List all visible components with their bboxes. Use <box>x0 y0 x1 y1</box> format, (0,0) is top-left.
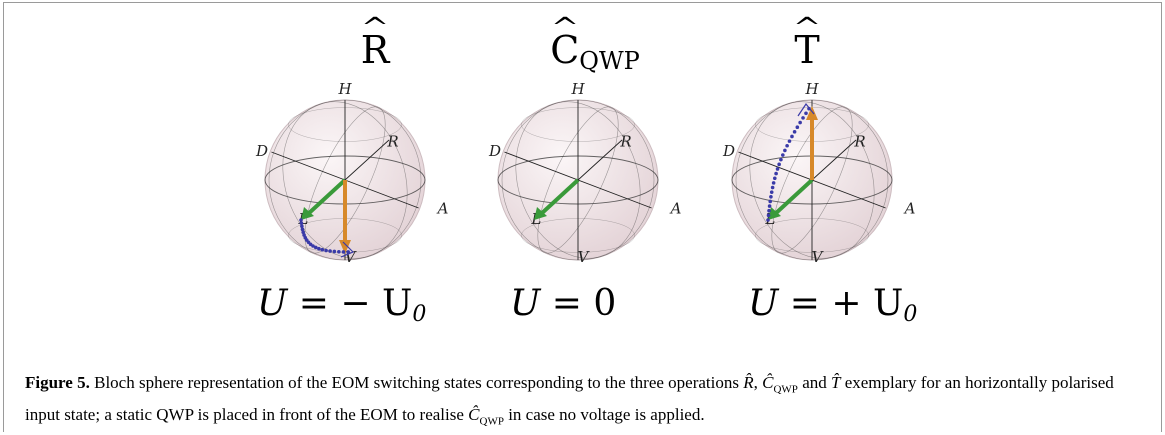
trajectory-arrowhead <box>797 102 815 117</box>
trajectory-point <box>801 116 805 120</box>
figure-caption: Figure 5. Bloch sphere representation of… <box>25 373 1114 428</box>
axis-label-r: R <box>619 132 631 150</box>
axis-label-v: V <box>578 248 591 266</box>
state-arrowhead-green <box>534 207 547 220</box>
trajectory-point <box>769 190 774 194</box>
axis-label-v: V <box>812 248 825 266</box>
axis-label-r: R <box>853 132 865 150</box>
trajectory-point <box>804 111 808 116</box>
axis-label-d: D <box>722 142 735 160</box>
trajectory-point <box>769 195 773 199</box>
state-arrowhead-orange <box>339 240 351 254</box>
trajectory-point <box>328 249 332 253</box>
trajectory-point <box>346 250 351 254</box>
trajectory-point <box>770 185 775 190</box>
figure-frame <box>3 2 1162 432</box>
trajectory-point <box>332 249 337 254</box>
trajectory-point <box>787 139 792 143</box>
axis-label-a: A <box>669 200 682 218</box>
trajectory-point <box>798 120 802 125</box>
bloch-sphere-t: HVDARL <box>722 80 916 266</box>
longitude-line <box>749 101 875 259</box>
trajectory-point <box>301 230 305 235</box>
longitude-line <box>304 106 386 254</box>
axis-label-r: R <box>386 132 398 150</box>
trajectory-point <box>775 167 780 171</box>
trajectory-point <box>341 250 346 254</box>
trajectory-point <box>317 246 321 251</box>
trajectory-point <box>311 244 315 248</box>
axis-label-a: A <box>903 200 916 218</box>
axis-label-d: D <box>488 142 501 160</box>
trajectory-point <box>337 249 341 254</box>
trajectory-point <box>320 247 325 252</box>
panel-title-r: R <box>330 28 420 72</box>
trajectory-point <box>766 218 770 222</box>
trajectory-point <box>790 134 794 139</box>
bloch-sphere-r: HVDARL <box>255 80 449 266</box>
trajectory-point <box>781 153 785 157</box>
axis-label-h: H <box>570 80 585 98</box>
panel-title-t: T <box>762 28 852 72</box>
state-arrowhead-orange <box>806 106 818 120</box>
bloch-sphere-cqwp: HVDARL <box>488 80 682 266</box>
trajectory-point <box>324 248 328 253</box>
trajectory-point <box>300 224 304 229</box>
trajectory-point <box>299 221 304 225</box>
longitude-line <box>537 106 619 254</box>
panel-title-cqwp: CQWP <box>520 28 670 83</box>
trajectory-point <box>299 218 303 222</box>
trajectory-arrowhead <box>340 241 355 258</box>
trajectory-point <box>300 227 305 232</box>
axis-label-a: A <box>436 200 449 218</box>
axis-label-h: H <box>804 80 819 98</box>
trajectory-point <box>795 125 800 129</box>
axis-label-h: H <box>337 80 352 98</box>
state-arrow-green <box>773 178 814 216</box>
voltage-label-cqwp: U = 0 <box>510 283 617 324</box>
voltage-label-t: U = + U0 <box>748 283 918 327</box>
trajectory-point <box>779 157 783 162</box>
trajectory-point <box>772 176 777 181</box>
axis-label-d: D <box>255 142 268 160</box>
trajectory-point <box>783 148 787 153</box>
longitude-line <box>771 106 853 254</box>
trajectory-point <box>774 171 778 176</box>
trajectory-point <box>313 245 318 250</box>
voltage-label-r: U = − U0 <box>257 283 427 327</box>
caption-label: Figure 5. <box>25 373 90 392</box>
state-arrowhead-green <box>768 207 781 220</box>
longitude-line <box>515 101 641 259</box>
state-arrow-green <box>306 178 347 216</box>
trajectory-point <box>768 199 773 204</box>
trajectory-point <box>785 143 789 148</box>
trajectory-point <box>767 204 772 208</box>
state-arrow-green <box>539 178 580 216</box>
state-arrowhead-green <box>301 207 314 220</box>
longitude-line <box>282 101 408 259</box>
trajectory-point <box>777 162 781 167</box>
trajectory-point <box>771 181 776 185</box>
trajectory-point <box>792 130 797 134</box>
trajectory-point <box>766 213 771 218</box>
trajectory-point <box>767 208 771 213</box>
